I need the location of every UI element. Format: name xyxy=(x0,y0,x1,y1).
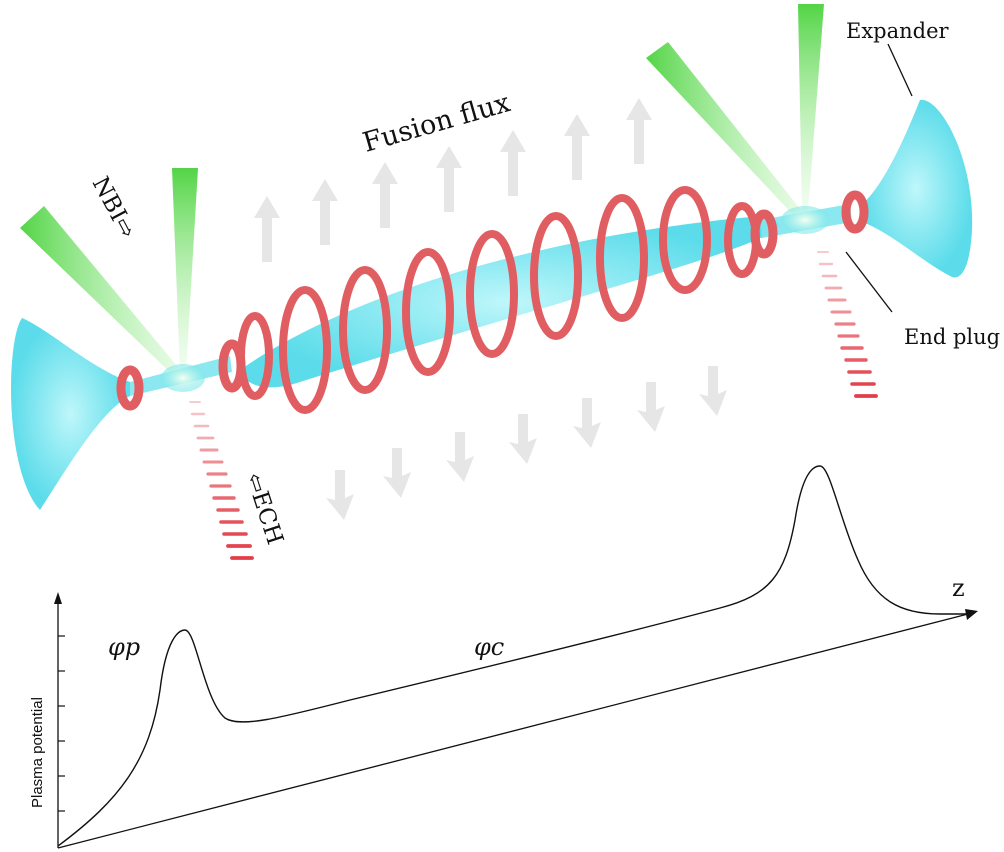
flux-arrow xyxy=(637,382,665,432)
flux-arrow xyxy=(446,432,474,482)
plug-coil-left-outer xyxy=(116,365,144,411)
plasma-column xyxy=(11,99,973,510)
flux-arrow xyxy=(372,162,398,228)
left-expander xyxy=(11,318,131,510)
ech-label: ⇦ECH xyxy=(240,470,288,548)
transition-coil-left xyxy=(237,312,273,400)
phi-c-label: φc xyxy=(474,633,504,661)
nbi-beam-left-vertical xyxy=(172,168,198,372)
end-plug-leader-line xyxy=(845,251,893,313)
fusion-flux-arrows-down xyxy=(326,366,727,520)
y-axis-arrowhead xyxy=(54,592,62,604)
nbi-beam-right-oblique xyxy=(646,42,804,220)
central-coil xyxy=(279,286,331,414)
z-axis-label: z xyxy=(952,574,965,602)
phi-p-label: φp xyxy=(108,633,140,661)
right-plug-glow xyxy=(781,206,829,234)
flux-arrow xyxy=(383,448,411,498)
central-coil xyxy=(339,266,391,394)
nbi-beam-right-vertical xyxy=(798,4,824,212)
fusion-flux-arrows-up xyxy=(254,98,652,262)
end-plug-label: End plug xyxy=(904,325,1000,349)
flux-arrow xyxy=(312,179,338,245)
nbi-beam-left-oblique xyxy=(20,206,182,378)
central-coil xyxy=(530,212,582,340)
expander-label: Expander xyxy=(846,19,950,43)
flux-arrow xyxy=(626,98,652,164)
ech-waves xyxy=(189,251,878,560)
nbi-label: NBI⇨ xyxy=(87,173,141,243)
potential-curve xyxy=(57,465,968,847)
flux-arrow xyxy=(254,196,280,262)
z-axis xyxy=(57,613,969,849)
plasma-potential-label: Plasma potential xyxy=(29,697,46,808)
flux-arrow xyxy=(326,470,354,520)
flux-arrow xyxy=(436,146,462,212)
fusion-flux-label: Fusion flux xyxy=(359,87,513,159)
right-expander xyxy=(860,99,973,278)
nbi-beams xyxy=(20,4,824,378)
central-coil xyxy=(596,194,648,322)
central-coil xyxy=(659,186,711,294)
flux-arrow xyxy=(699,366,727,416)
plug-coil-right-outer xyxy=(841,190,869,234)
flux-arrow xyxy=(509,414,537,464)
flux-arrow xyxy=(564,114,590,180)
central-coil xyxy=(402,248,454,376)
central-coil xyxy=(466,230,518,358)
flux-arrow xyxy=(573,398,601,448)
magnet-coils xyxy=(116,186,869,414)
plug-coil-right-inner xyxy=(750,209,778,259)
left-plug-glow xyxy=(161,364,205,392)
z-axis-arrowhead xyxy=(965,609,978,620)
potential-plot: φp φc z Plasma potential xyxy=(29,465,978,849)
expander-leader-line xyxy=(887,43,913,97)
flux-arrow xyxy=(500,130,526,196)
